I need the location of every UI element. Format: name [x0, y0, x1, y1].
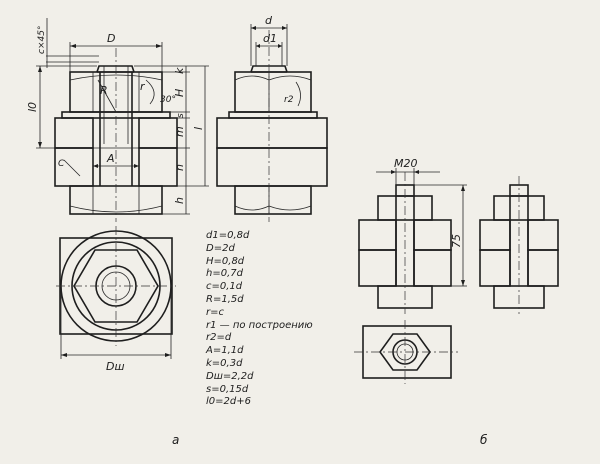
dim-label-d1: d1 — [263, 32, 277, 45]
dim-label-r2: r2 — [284, 95, 294, 105]
top-view: Dш — [56, 226, 176, 373]
dim-label-l0: l0 — [26, 102, 39, 112]
dim-label-angle: 30° — [160, 95, 176, 105]
dim-label-m: m — [173, 126, 186, 137]
caption-b: б — [480, 433, 488, 447]
dim-label-chamfer: c×45° — [37, 26, 47, 54]
dim-label-C: C — [58, 159, 65, 169]
formula-item: c=0,1d — [206, 281, 243, 293]
simplified-section-view: M20 75 — [354, 157, 467, 384]
formula-item: Dш=2,2d — [206, 370, 254, 382]
formula-item: r1 — по построению — [206, 319, 313, 331]
formula-item: D=2d — [206, 242, 235, 254]
dim-label-k: k — [173, 67, 186, 74]
dim-label-D: D — [107, 32, 115, 45]
dim-label-l: l — [192, 127, 205, 130]
formula-list: d1=0,8d D=2d H=0,8d h=0,7d c=0,1d R=1,5d… — [206, 230, 336, 409]
formula-item: H=0,8d — [206, 255, 245, 267]
formula-item: d1=0,8d — [206, 230, 250, 241]
formula-item: k=0,3d — [206, 357, 243, 369]
formula-item: l0=2d+6 — [206, 396, 251, 408]
dim-label-75: 75 — [450, 234, 463, 248]
dim-label-n: n — [173, 164, 186, 171]
front-section-view: D c×45° l0 R r 30° k H s m n h l A C — [26, 18, 209, 222]
formula-item: h=0,7d — [206, 268, 243, 280]
dim-label-Dw: Dш — [106, 360, 125, 373]
formula-item: r2=d — [206, 332, 232, 344]
dim-label-M20: M20 — [394, 157, 418, 170]
dim-label-h: h — [173, 197, 186, 204]
dim-label-s: s — [176, 113, 186, 118]
dim-label-r: r — [140, 80, 146, 93]
dim-label-d: d — [265, 14, 273, 27]
formula-item: r=c — [206, 306, 224, 318]
simplified-side-view — [479, 176, 559, 314]
dim-label-R: R — [100, 84, 108, 97]
side-view: d d1 r2 — [216, 14, 328, 222]
formula-item: R=1,5d — [206, 293, 244, 305]
formula-item: s=0,15d — [206, 383, 249, 395]
dim-label-H: H — [173, 89, 186, 97]
formula-item: A=1,1d — [206, 345, 244, 357]
dim-label-A: A — [106, 152, 115, 165]
caption-a: а — [172, 433, 179, 447]
